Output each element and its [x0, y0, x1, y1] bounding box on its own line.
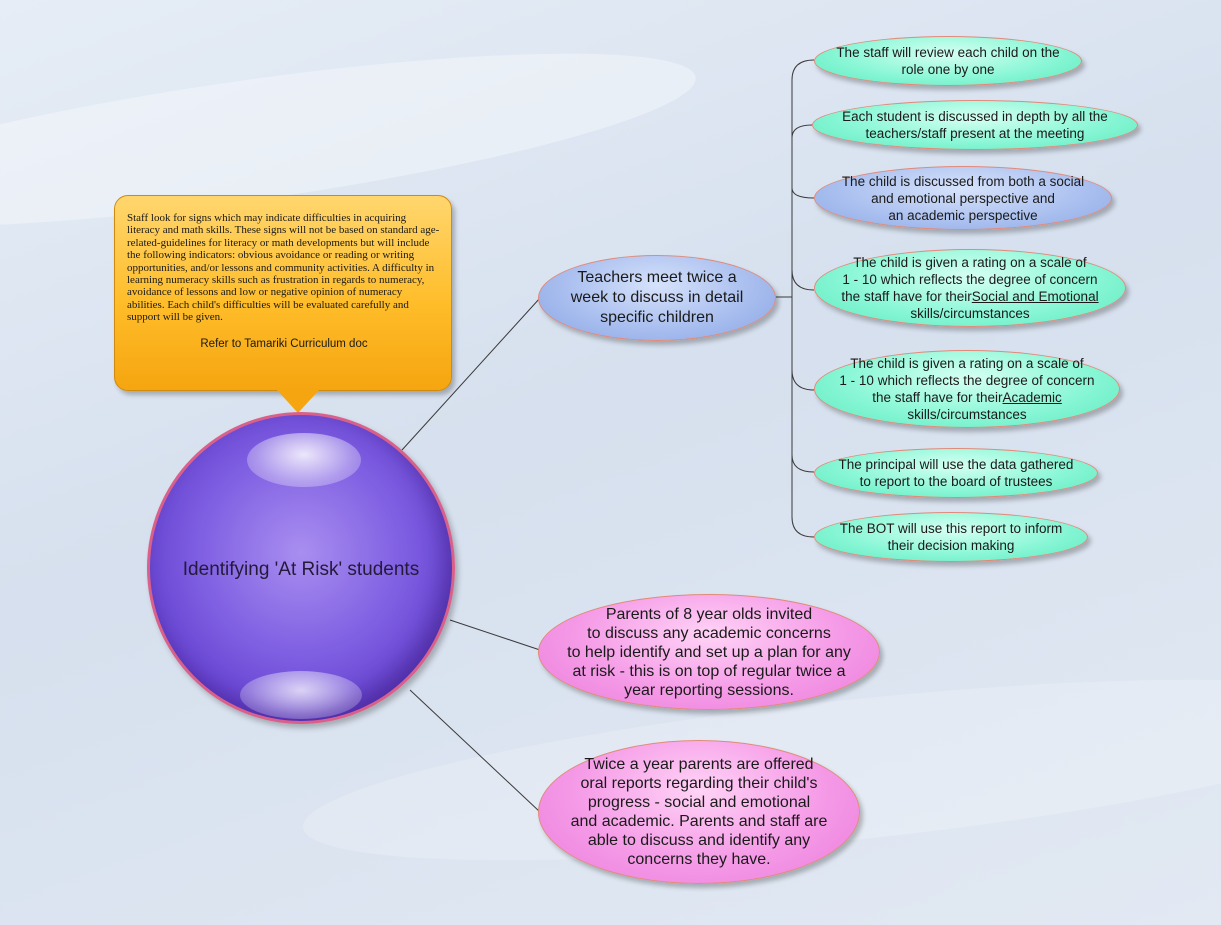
connector-central-parents8: [449, 619, 541, 651]
leaf-principal-report[interactable]: The principal will use the data gathered…: [814, 448, 1098, 498]
leaf-social-academic-perspective[interactable]: The child is discussed from both a socia…: [814, 166, 1112, 230]
branch-twice-year-reports[interactable]: Twice a year parents are offered oral re…: [538, 740, 860, 884]
leaf-label: The BOT will use this report to inform t…: [839, 521, 1063, 553]
social-emotional-link[interactable]: Social and Emotional: [971, 289, 1099, 304]
callout-tail: [276, 389, 320, 413]
leaf-review-each-child[interactable]: The staff will review each child on the …: [814, 36, 1082, 86]
connector-leaf-5: [791, 369, 815, 391]
connector-central-twiceyear: [409, 689, 541, 813]
branch-parents-8-year-olds[interactable]: Parents of 8 year olds invited to discus…: [538, 594, 880, 710]
callout-note: Staff look for signs which may indicate …: [114, 195, 452, 391]
leaf-label: The child is given a rating on a scale o…: [841, 255, 1099, 321]
sphere-highlight: [247, 433, 361, 487]
branch-parents8-label: Parents of 8 year olds invited to discus…: [567, 605, 851, 699]
connector-leaf-3: [791, 187, 815, 199]
central-topic-label: Identifying 'At Risk' students: [182, 559, 420, 580]
sphere-highlight: [240, 671, 362, 719]
connector-central-teachers: [401, 297, 541, 451]
connector-leaf-6: [791, 454, 815, 473]
leaf-rating-social-emotional[interactable]: The child is given a rating on a scale o…: [814, 249, 1126, 327]
callout-body: Staff look for signs which may indicate …: [127, 212, 440, 324]
connector-leaf-2: [791, 124, 813, 139]
academic-link[interactable]: Academic: [1002, 390, 1062, 405]
leaf-label: The staff will review each child on the …: [836, 45, 1060, 77]
branch-twiceyear-label: Twice a year parents are offered oral re…: [570, 756, 828, 868]
leaf-label: Each student is discussed in depth by al…: [842, 109, 1108, 141]
leaf-bot-decision[interactable]: The BOT will use this report to inform t…: [814, 512, 1088, 562]
leaf-discussed-in-depth[interactable]: Each student is discussed in depth by al…: [812, 100, 1138, 150]
callout-reference: Refer to Tamariki Curriculum doc: [200, 337, 368, 350]
leaf-rating-academic[interactable]: The child is given a rating on a scale o…: [814, 350, 1120, 428]
leaf-label: The principal will use the data gathered…: [838, 457, 1074, 489]
central-topic[interactable]: Identifying 'At Risk' students: [147, 412, 455, 724]
leaf-label: The child is discussed from both a socia…: [841, 173, 1085, 223]
connector-spine: [791, 59, 815, 538]
branch-teachers-meet[interactable]: Teachers meet twice a week to discuss in…: [538, 255, 776, 341]
leaf-label: The child is given a rating on a scale o…: [839, 356, 1095, 422]
branch-teachers-label: Teachers meet twice a week to discuss in…: [570, 269, 744, 326]
connector-leaf-4: [791, 269, 815, 291]
